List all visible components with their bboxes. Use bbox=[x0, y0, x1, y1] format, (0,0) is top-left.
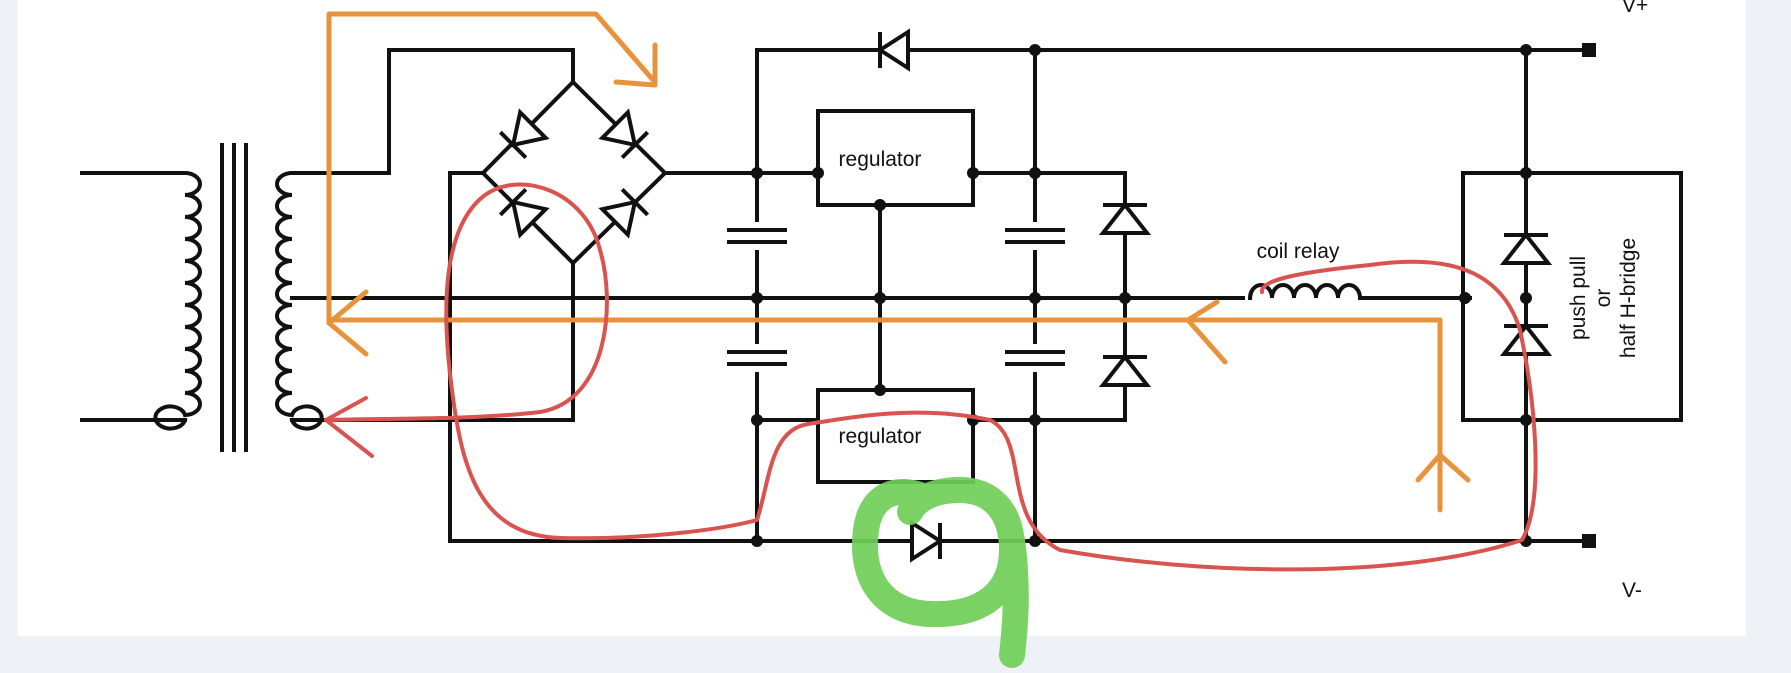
bridge-rectifier bbox=[480, 79, 668, 266]
relay-coil-winding bbox=[1247, 283, 1467, 301]
regulator-bottom: regulator bbox=[816, 388, 975, 484]
terminal-v-minus bbox=[1582, 534, 1596, 548]
driver-label-line2: or bbox=[1592, 289, 1615, 308]
wire-sec-top bbox=[290, 48, 575, 175]
driver-block: push pull or half H-bridge bbox=[1461, 171, 1683, 422]
primary-winding bbox=[153, 170, 202, 431]
green-highlight bbox=[852, 477, 1029, 668]
driver-label-line1: push pull bbox=[1567, 256, 1590, 340]
regulator-bottom-label: regulator bbox=[839, 425, 922, 448]
transformer bbox=[80, 143, 324, 452]
wire-top-rail bbox=[755, 48, 1592, 543]
coil-relay-label: coil relay bbox=[1257, 240, 1340, 263]
v-plus-label: V+ bbox=[1622, 0, 1648, 17]
junctions bbox=[751, 44, 1532, 547]
driver-label-line3: half H-bridge bbox=[1617, 238, 1640, 358]
terminal-v-plus bbox=[1582, 43, 1596, 57]
regulator-top-label: regulator bbox=[839, 148, 922, 171]
orange-current-path bbox=[326, 11, 1471, 513]
secondary-winding bbox=[275, 170, 324, 431]
v-minus-label: V- bbox=[1622, 579, 1642, 602]
regulator-top: regulator bbox=[816, 109, 975, 207]
capacitors bbox=[720, 222, 1070, 372]
red-current-path bbox=[324, 182, 1538, 572]
coil-relay: coil relay bbox=[1245, 240, 1467, 310]
